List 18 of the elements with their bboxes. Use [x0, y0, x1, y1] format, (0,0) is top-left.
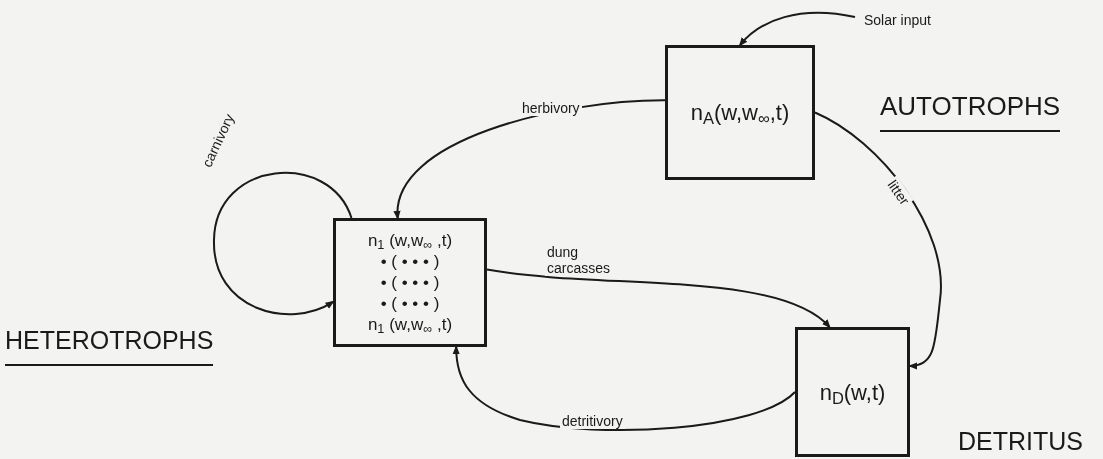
edge-label: detritivory	[560, 413, 625, 429]
compartment-heading: DETRITUS	[958, 423, 1083, 459]
formula: • ( • • • )	[380, 251, 440, 272]
compartment-heading: HETEROTROPHS	[5, 322, 214, 366]
formula: n$_{D}$(w,t)	[819, 378, 886, 409]
formula: • ( • • • )	[380, 272, 440, 293]
flow-arrow	[452, 345, 796, 432]
formula: n$_{1}$ (w,w$_{∞}$ ,t)	[367, 314, 453, 335]
formula: n$_{A}$(w,w$_{∞}$,t)	[690, 99, 790, 129]
flow-arrow	[213, 172, 353, 315]
formula: • ( • • • )	[380, 293, 440, 314]
edge-label: herbivory	[520, 100, 582, 116]
flow-arrow	[486, 268, 831, 329]
flow-arrow	[814, 111, 942, 370]
edge-label: Solar input	[862, 12, 933, 28]
formula: n$_{1}$ (w,w$_{∞}$ ,t)	[367, 230, 453, 251]
flow-arrow	[738, 11, 856, 47]
compartment-heading: AUTOTROPHS	[880, 87, 1061, 132]
